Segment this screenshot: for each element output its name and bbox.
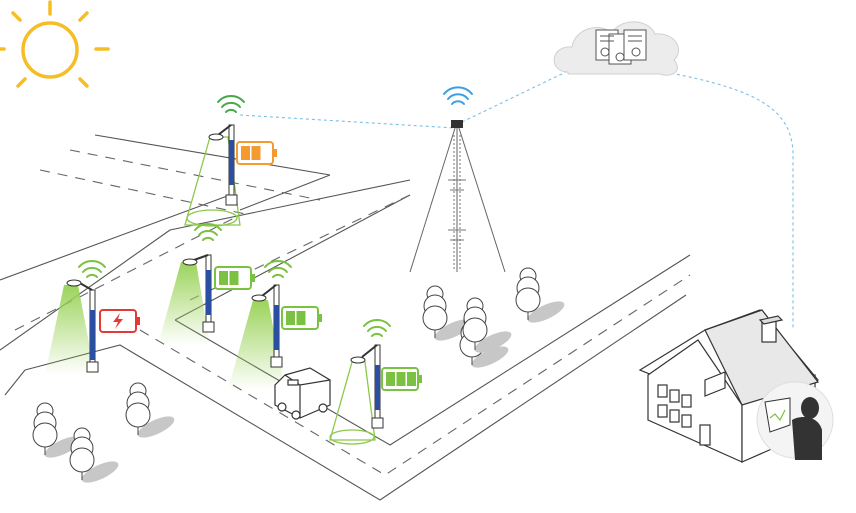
tree-icon <box>515 267 565 323</box>
tree-icon <box>69 427 119 483</box>
tree-icon <box>462 297 512 353</box>
battery-cell <box>219 271 228 285</box>
battery-cell <box>396 372 406 386</box>
wifi-signal-icon <box>217 95 245 113</box>
service-van-icon <box>274 367 331 420</box>
tree-icon <box>422 285 472 341</box>
tree-icon <box>125 382 175 438</box>
tree-icon <box>32 402 82 458</box>
data-links <box>239 69 794 330</box>
streetlight-south <box>329 319 391 445</box>
battery-cell <box>286 311 295 325</box>
battery-icon-south <box>381 367 422 391</box>
wifi-signal-icon <box>264 260 292 278</box>
battery-cell <box>251 146 261 160</box>
battery-cell <box>229 271 239 285</box>
streetlight-center <box>158 223 222 345</box>
battery-cell <box>296 311 306 325</box>
streetlight-west <box>45 260 106 375</box>
charging-bolt-icon <box>113 313 123 329</box>
battery-cell <box>241 146 250 160</box>
streetlight-north <box>184 95 245 227</box>
battery-cell <box>407 372 416 386</box>
battery-icon-west <box>99 309 140 333</box>
battery-cell <box>386 372 395 386</box>
cloud-server-icon <box>553 21 679 76</box>
streetlight-middle <box>228 260 292 390</box>
battery-icon-center <box>214 266 255 290</box>
wifi-signal-icon <box>78 260 106 278</box>
battery-indicators <box>99 141 422 391</box>
wifi-signal-icon <box>194 223 222 241</box>
trees <box>32 267 565 483</box>
battery-icon-middle <box>281 306 322 330</box>
cell-tower-icon <box>409 86 506 273</box>
person-with-laptop-icon <box>756 381 834 460</box>
sun-icon <box>0 0 110 88</box>
tower-signal-icon <box>443 86 473 105</box>
battery-icon-north <box>236 141 277 165</box>
house-icon <box>638 309 820 463</box>
wifi-signal-icon <box>363 319 391 337</box>
